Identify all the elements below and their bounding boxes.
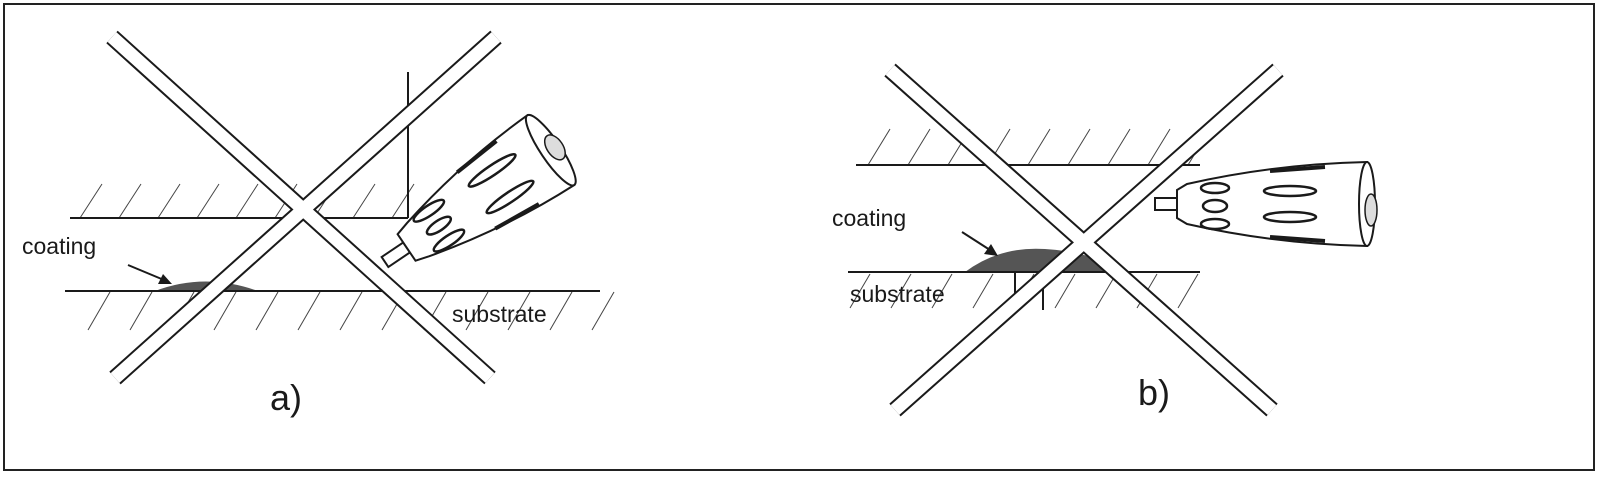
hatch-line bbox=[507, 291, 531, 331]
substrate-label-a: substrate bbox=[452, 301, 547, 327]
spray-gun-icon-b bbox=[1154, 160, 1378, 248]
hatch-line bbox=[196, 183, 220, 219]
hatch-line bbox=[213, 291, 237, 331]
cross-mark-b bbox=[884, 63, 1284, 417]
panel-label-a: a) bbox=[270, 377, 302, 418]
hatch-line bbox=[1147, 128, 1171, 166]
hatch-line bbox=[549, 291, 573, 331]
coating-label-a: coating bbox=[22, 233, 96, 259]
hatch-line bbox=[79, 183, 103, 219]
hatch-line bbox=[1067, 128, 1091, 166]
hatch-line bbox=[972, 273, 994, 309]
hatch-line bbox=[157, 183, 181, 219]
arrow-icon-a bbox=[127, 264, 172, 284]
hatch-line bbox=[391, 183, 415, 219]
hatch-line bbox=[1107, 128, 1131, 166]
substrate-label-b: substrate bbox=[850, 281, 945, 307]
panel-a: coating substrate a) bbox=[22, 30, 615, 418]
hatch-line bbox=[297, 291, 321, 331]
hatch-line bbox=[849, 273, 871, 309]
hatch-line bbox=[1027, 128, 1051, 166]
panel-b: coating substrate b) bbox=[832, 63, 1378, 417]
hatch-line bbox=[591, 291, 615, 331]
hatch-line bbox=[235, 183, 259, 219]
hatch-line bbox=[339, 291, 363, 331]
hatch-line bbox=[907, 128, 931, 166]
spray-gun-icon-a bbox=[380, 113, 577, 269]
hatch-line bbox=[118, 183, 142, 219]
hatch-line bbox=[87, 291, 111, 331]
hatch-line bbox=[1054, 273, 1076, 309]
hatch-line bbox=[1177, 273, 1199, 309]
hatch-line bbox=[465, 291, 489, 331]
coating-label-b: coating bbox=[832, 205, 906, 231]
arrow-icon-b bbox=[961, 231, 998, 256]
panel-label-b: b) bbox=[1138, 372, 1170, 413]
hatch-line bbox=[931, 273, 953, 309]
hatch-line bbox=[129, 291, 153, 331]
hatch-line bbox=[867, 128, 891, 166]
hatch-line bbox=[352, 183, 376, 219]
hatch-line bbox=[1095, 273, 1117, 309]
hatch-line bbox=[255, 291, 279, 331]
hatch-line bbox=[890, 273, 912, 309]
cross-mark-a bbox=[106, 30, 502, 385]
